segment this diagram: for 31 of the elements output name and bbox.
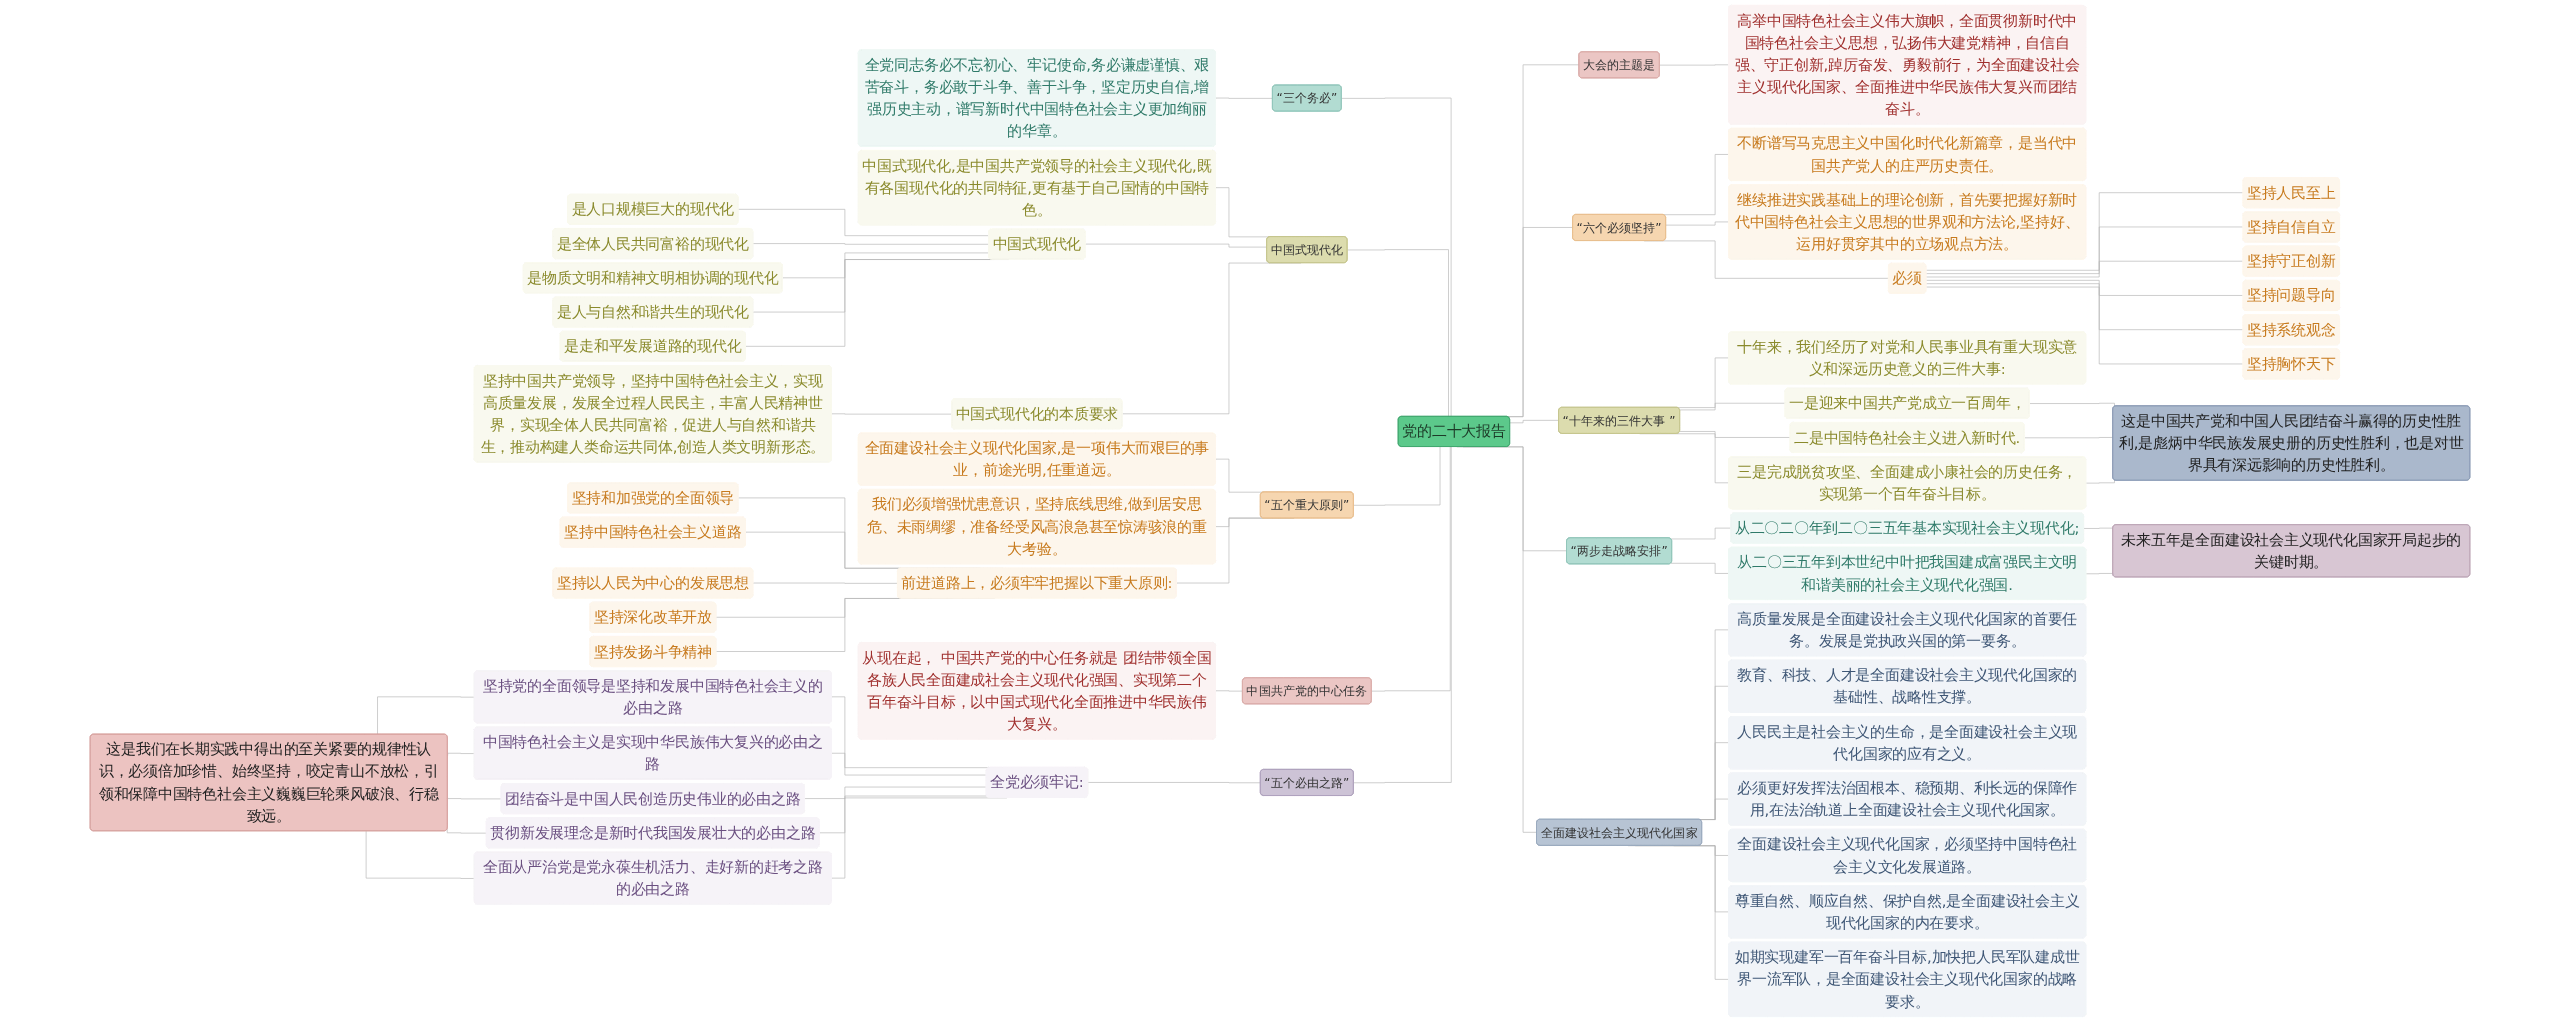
connector <box>1371 446 1451 692</box>
connector <box>446 829 487 834</box>
connector <box>1509 420 1560 424</box>
connector <box>365 830 475 879</box>
connector <box>2085 571 2114 575</box>
connector <box>1347 249 1449 417</box>
connector <box>1925 226 2244 274</box>
connector <box>447 752 475 756</box>
connector <box>1925 280 2244 297</box>
connector <box>1925 283 2244 331</box>
connector <box>2024 437 2114 439</box>
connector <box>1925 286 2244 365</box>
connector <box>377 696 475 735</box>
connector <box>1925 192 2244 271</box>
connector <box>1341 97 1452 417</box>
connector <box>752 582 899 584</box>
connector <box>1085 243 1268 248</box>
connector <box>1665 221 1730 226</box>
connector <box>1353 446 1441 506</box>
connector <box>1353 446 1452 784</box>
connector <box>1087 782 1261 784</box>
connector <box>1925 260 2244 278</box>
connector <box>2029 402 2115 407</box>
connector <box>2083 527 2114 531</box>
connector <box>1670 562 1730 575</box>
connector <box>1215 690 1244 692</box>
connector <box>1215 97 1274 99</box>
connector <box>2085 479 2115 484</box>
connector <box>1679 402 1786 411</box>
connector <box>1670 527 1732 540</box>
connector <box>1679 431 1791 439</box>
